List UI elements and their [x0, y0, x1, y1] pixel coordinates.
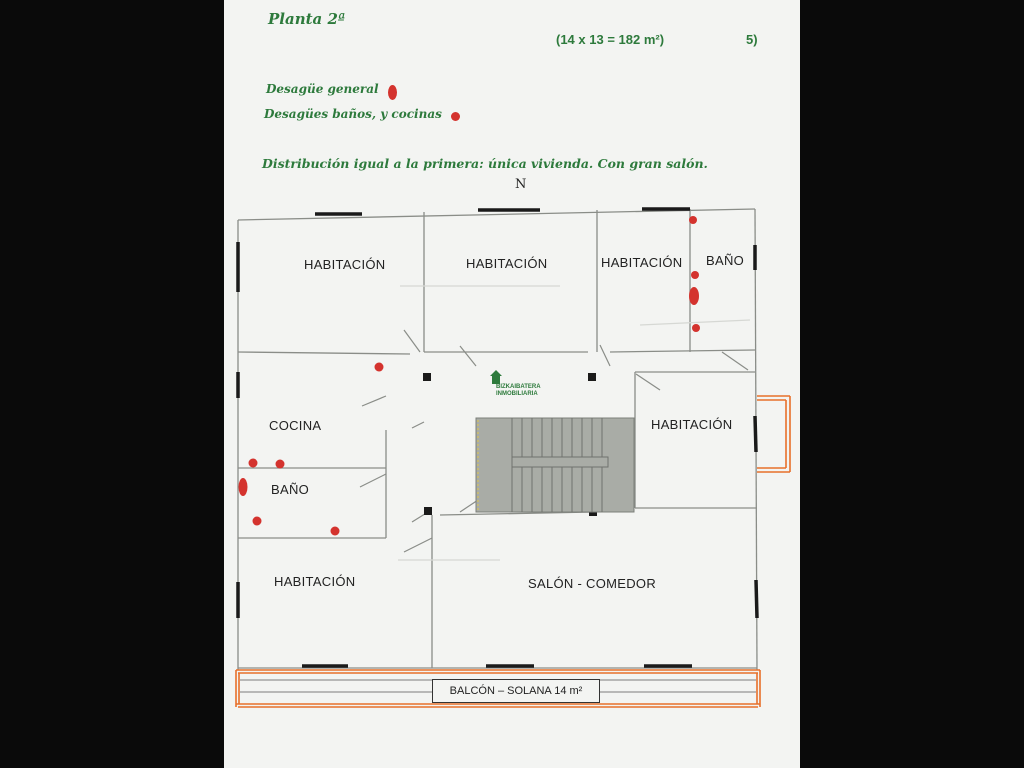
door-swings — [359, 329, 749, 553]
balcony-railings — [235, 395, 791, 708]
balcony-label-text: BALCÓN – SOLANA 14 m² — [449, 685, 583, 697]
logo-line2: INMOBILIARIA — [496, 391, 538, 397]
staircase — [475, 417, 635, 513]
area-formula: (14 x 13 = 182 m²) — [556, 32, 665, 47]
room-label-habitacion-3: HABITACIÓN — [601, 255, 683, 270]
windows — [236, 207, 759, 668]
page-number: 5) — [746, 32, 758, 47]
room-label-habitacion-4: HABITACIÓN — [651, 417, 733, 432]
agency-logo: BIZKAIBATERA INMOBILIARIA — [490, 370, 541, 398]
drain-markers — [238, 216, 700, 536]
room-label-bano-2: BAÑO — [271, 482, 310, 497]
distribution-note: Distribución igual a la primera: única v… — [262, 156, 708, 171]
balcony-inner-lines — [240, 679, 756, 693]
legend-general-drain-marker — [388, 85, 397, 100]
balcony-label: BALCÓN – SOLANA 14 m² — [432, 679, 600, 703]
floor-plan-sheet — [224, 0, 800, 768]
house-icon — [490, 370, 502, 384]
room-label-habitacion-1: HABITACIÓN — [304, 257, 386, 272]
legend-general-drain: Desagüe general — [266, 82, 379, 96]
room-label-habitacion-2: HABITACIÓN — [466, 256, 548, 271]
room-label-bano-1: BAÑO — [706, 253, 745, 268]
logo-line1: BIZKAIBATERA — [496, 384, 541, 390]
room-label-salon-comedor: SALÓN - COMEDOR — [528, 576, 657, 591]
compass-north: N — [515, 177, 527, 192]
floor-title: Planta 2ª — [268, 10, 346, 28]
legend-bathroom-kitchen-marker — [451, 112, 460, 121]
room-label-habitacion-5: HABITACIÓN — [274, 574, 356, 589]
plan-walls — [237, 208, 758, 671]
room-label-cocina: COCINA — [269, 418, 322, 433]
legend-bathroom-kitchen-drains: Desagües baños, y cocinas — [264, 107, 442, 121]
